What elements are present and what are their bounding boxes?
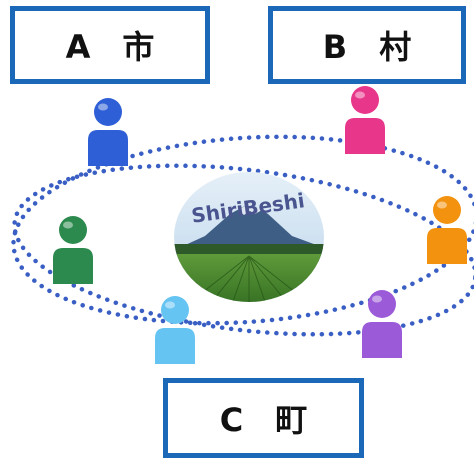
person-pink-icon	[345, 86, 385, 154]
label-b-village: B 村	[322, 28, 412, 66]
person-blue-icon	[88, 98, 128, 166]
label-box-b-village: B 村	[268, 6, 466, 84]
label-a-city: A 市	[65, 28, 155, 66]
orbit-lower	[12, 163, 474, 337]
label-box-c-town: C 町	[163, 378, 364, 458]
label-box-a-city: A 市	[10, 6, 210, 84]
orbit-upper	[11, 134, 474, 326]
person-green-icon	[53, 216, 93, 284]
shiribeshi-logo: ShiriBeshi	[174, 172, 324, 302]
person-skyblue-icon	[155, 296, 195, 364]
people-layer	[53, 86, 467, 364]
person-purple-icon	[362, 290, 402, 358]
label-c-town: C 町	[219, 401, 308, 439]
field-shape	[174, 254, 324, 302]
person-orange-icon	[427, 196, 467, 264]
